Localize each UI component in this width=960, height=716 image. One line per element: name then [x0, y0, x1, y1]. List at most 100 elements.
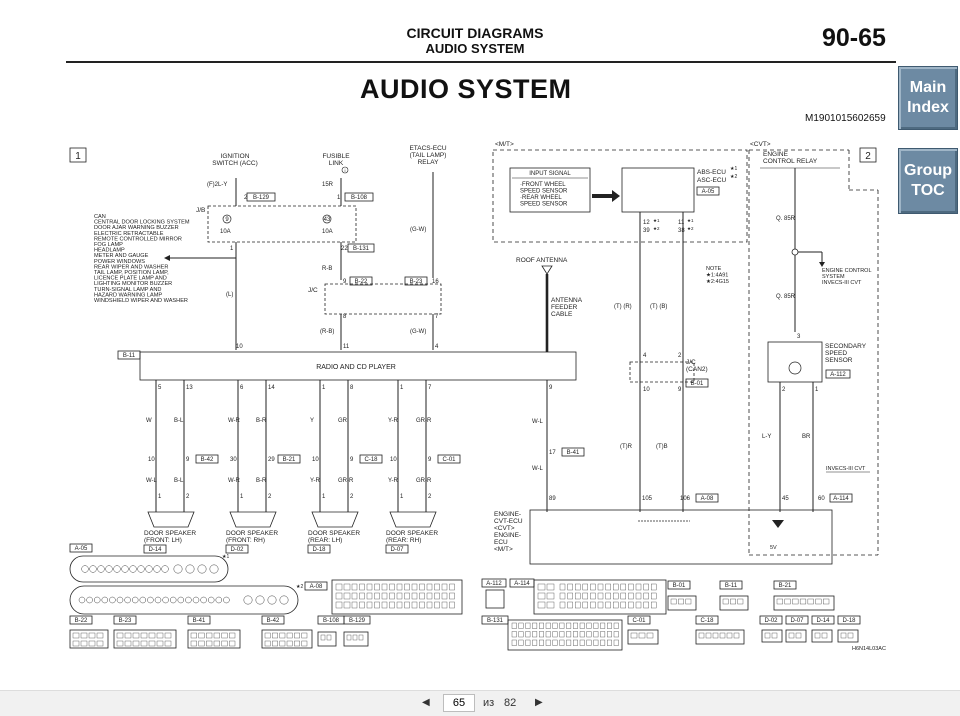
speaker-pin: 2	[268, 494, 272, 500]
conn-a08-ecu: A-08	[701, 496, 714, 502]
d02-body	[761, 629, 783, 643]
a08-pin-large	[335, 601, 343, 609]
next-page-icon[interactable]: ▶	[535, 697, 543, 708]
b41-pin	[229, 632, 236, 639]
antenna-cable-label: FEEDER	[551, 304, 578, 311]
can-wire-color-4: (T)B	[656, 444, 668, 450]
can2-pin-4: 4	[643, 353, 647, 359]
b108-pin	[326, 634, 332, 641]
group-toc-button[interactable]: Group TOC	[898, 148, 958, 214]
b21-label-box	[773, 580, 797, 590]
b131-pin	[607, 622, 612, 629]
main-index-label-1: Main	[909, 79, 947, 96]
sensor-pin-2: 2	[782, 387, 786, 393]
mt-dashed-box	[492, 149, 748, 243]
b108-pin	[320, 634, 326, 641]
b23-pin	[164, 632, 172, 639]
a114-pin	[643, 583, 649, 591]
speaker-low-wire: Y-R	[388, 478, 398, 484]
page-of-label: из	[483, 697, 495, 709]
speaker-wire-color: W	[146, 418, 152, 424]
a05-lower-pin	[185, 596, 192, 604]
c18-pin	[712, 632, 719, 639]
a08-pin-large	[343, 592, 351, 600]
b131-pin	[600, 639, 606, 646]
a05-pin	[97, 565, 105, 573]
ecu-pin-105: 105	[642, 496, 653, 502]
engine-ecu-label: <CVT>	[494, 525, 515, 532]
b41-label-box	[187, 615, 211, 625]
main-index-button[interactable]: Main Index	[898, 66, 958, 130]
prev-page-icon[interactable]: ◀	[422, 697, 430, 708]
speaker-name: (FRONT: RH)	[226, 537, 265, 544]
abs-pin-38: 38	[678, 228, 685, 234]
speaker-mid-conn: B-21	[283, 457, 296, 463]
a08-pin	[441, 592, 448, 600]
fusible-link-label: FUSIBLE	[322, 153, 350, 160]
speaker-radio-pin: 7	[428, 385, 432, 391]
can-wire-color-3: (T)R	[620, 444, 633, 450]
speaker-name: DOOR SPEAKER	[144, 530, 196, 537]
a114-pin	[597, 583, 604, 591]
jc-pin-9: 9	[343, 279, 347, 285]
jc-can2-box	[629, 361, 695, 383]
ecu-pin-45: 45	[782, 496, 789, 502]
b131-pin	[613, 622, 619, 629]
d02-pin	[764, 632, 771, 639]
fuse-9: 9	[225, 217, 229, 223]
jc-pin-7: 7	[435, 314, 439, 320]
b22-pin	[72, 640, 80, 647]
b11-pin	[722, 598, 729, 605]
a08-pin	[396, 592, 403, 600]
ecu-pin-89: 89	[549, 496, 556, 502]
antenna-cable-label: ANTENNA	[551, 297, 583, 304]
radio-pin-11: 11	[343, 344, 350, 350]
a08-pin	[366, 601, 373, 609]
sensor-wire-color-ly: L-Y	[762, 434, 771, 440]
conn-a05-abs: A-05	[702, 189, 715, 195]
a08-pin-large	[343, 601, 351, 609]
d18-label: D-18	[842, 618, 856, 624]
speaker-pin: 1	[400, 494, 404, 500]
circuit-list-item: WINDSHIELD WIPER AND WASHER	[94, 298, 188, 304]
a114-pin	[613, 583, 619, 591]
ign-pin: 2	[244, 195, 248, 201]
c18-body	[695, 629, 745, 645]
input-signal-box	[509, 167, 591, 213]
b41-pin	[206, 632, 213, 639]
b131-pin	[586, 639, 592, 646]
a114-pin	[613, 601, 619, 609]
a05-lower-pin	[116, 596, 124, 604]
a08-pin	[366, 583, 373, 591]
b21-pin	[815, 598, 822, 605]
page-number-input[interactable]	[443, 694, 475, 712]
a08-pin	[389, 583, 395, 591]
b129-label-box	[343, 615, 371, 625]
speaker-connector-box	[225, 544, 249, 554]
part-code: H6N14L03AC	[852, 646, 886, 652]
b21-pin	[807, 598, 814, 605]
speaker-radio-pin: 14	[268, 385, 275, 391]
a114-pin	[582, 601, 588, 609]
fuse-9-circle	[222, 214, 232, 224]
b131-pin	[579, 622, 585, 629]
a05-pin	[161, 565, 169, 573]
speaker-low-wire: W-R	[228, 478, 241, 484]
b21-pin	[784, 598, 791, 605]
speaker-mid-pin: 9	[350, 457, 354, 463]
conn-a08-bottom: A-08	[310, 584, 323, 590]
abs-pin-star: ★2	[653, 226, 660, 231]
b131-pin	[525, 622, 531, 629]
b129-pin	[346, 634, 352, 641]
speaker-mid-conn: C-18	[364, 457, 378, 463]
fuse-43: 43	[324, 217, 331, 223]
wire-color-wl2: W-L	[532, 466, 544, 472]
b23-pin	[132, 640, 140, 647]
group-toc-label-1: Group	[904, 162, 952, 179]
etacs-ecu-label: RELAY	[418, 159, 439, 166]
b42-pin	[279, 632, 286, 639]
abs-ecu-box	[621, 167, 695, 213]
conn-b01-box	[685, 378, 709, 388]
b131-pin	[559, 631, 565, 638]
a114-pin	[605, 592, 611, 600]
